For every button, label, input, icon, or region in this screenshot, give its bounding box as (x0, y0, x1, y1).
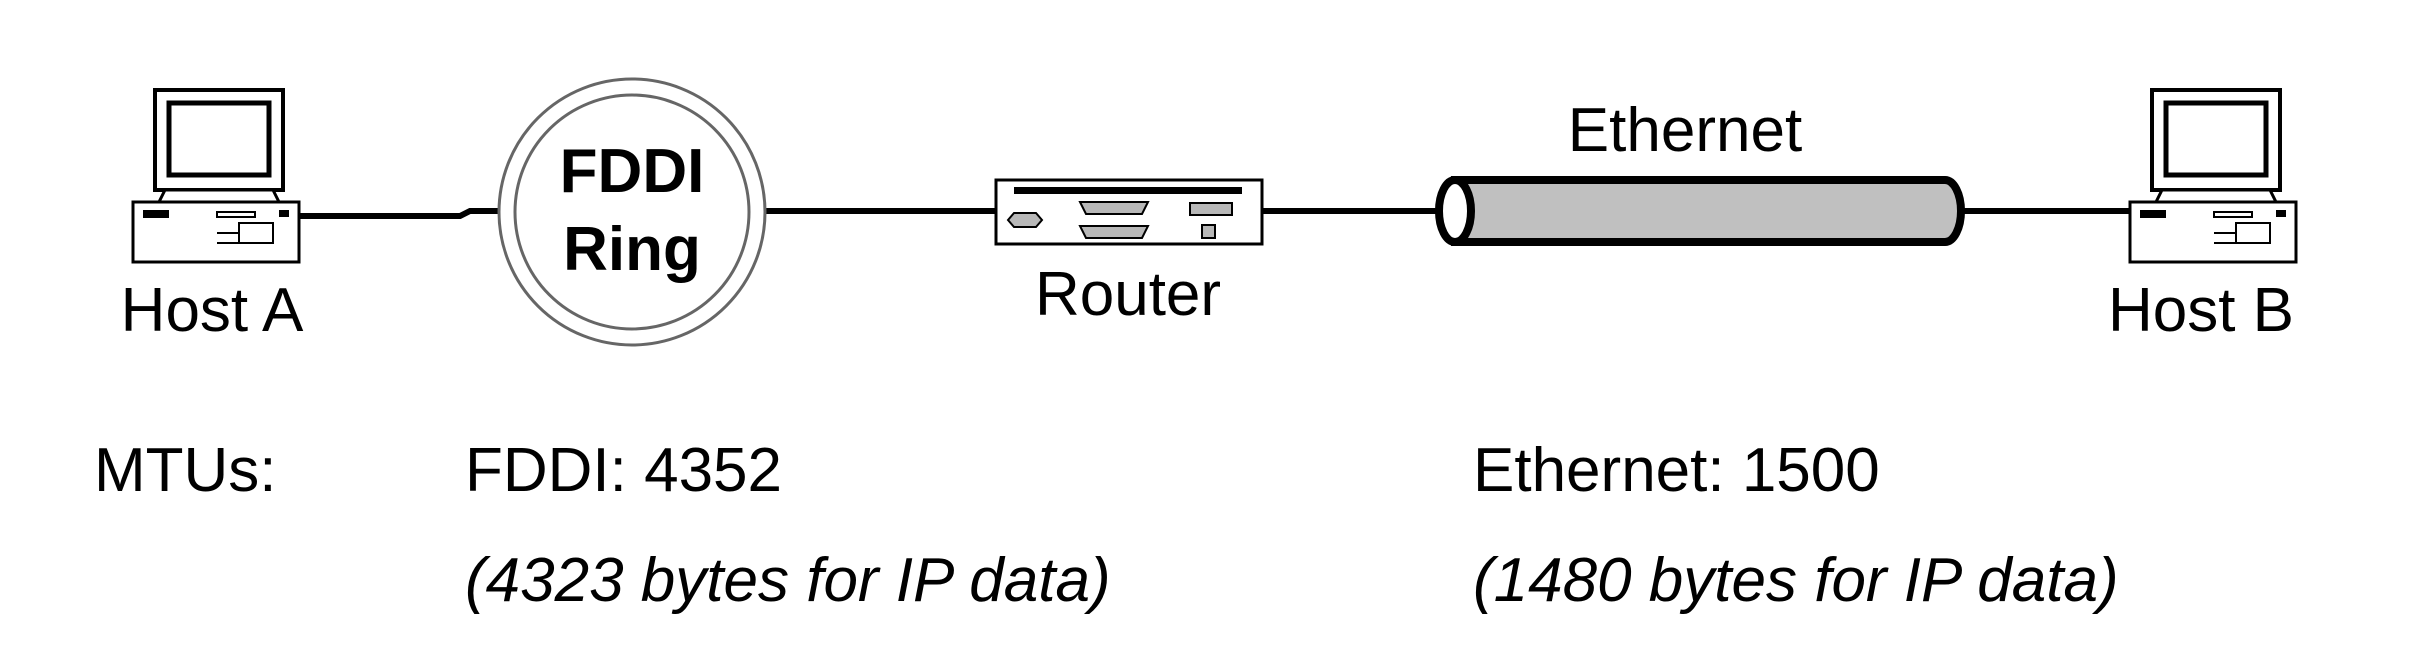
ethernet-mtu-value: Ethernet: 1500 (1473, 436, 1880, 505)
fddi-ring-icon: FDDI Ring (497, 77, 767, 347)
router-label: Router (1035, 260, 1221, 329)
host-a-computer-icon (131, 88, 301, 264)
fddi-ring-label-line1: FDDI (560, 137, 705, 206)
ethernet-cable-icon (1435, 176, 1965, 246)
fddi-ring-label-line2: Ring (563, 215, 701, 284)
fddi-mtu-note: (4323 bytes for IP data) (465, 546, 1111, 615)
fddi-mtu-value: FDDI: 4352 (465, 436, 783, 505)
ethernet-label: Ethernet (1568, 96, 1802, 165)
link-host-a-to-fddi (298, 208, 502, 219)
connection-lines (298, 208, 2134, 219)
host-b-computer-icon (2128, 88, 2298, 264)
host-b-label: Host B (2108, 276, 2294, 345)
host-a-label: Host A (121, 276, 304, 345)
mtus-heading: MTUs: (94, 436, 277, 505)
ethernet-mtu-note: (1480 bytes for IP data) (1473, 546, 2119, 615)
router-icon (994, 178, 1264, 246)
